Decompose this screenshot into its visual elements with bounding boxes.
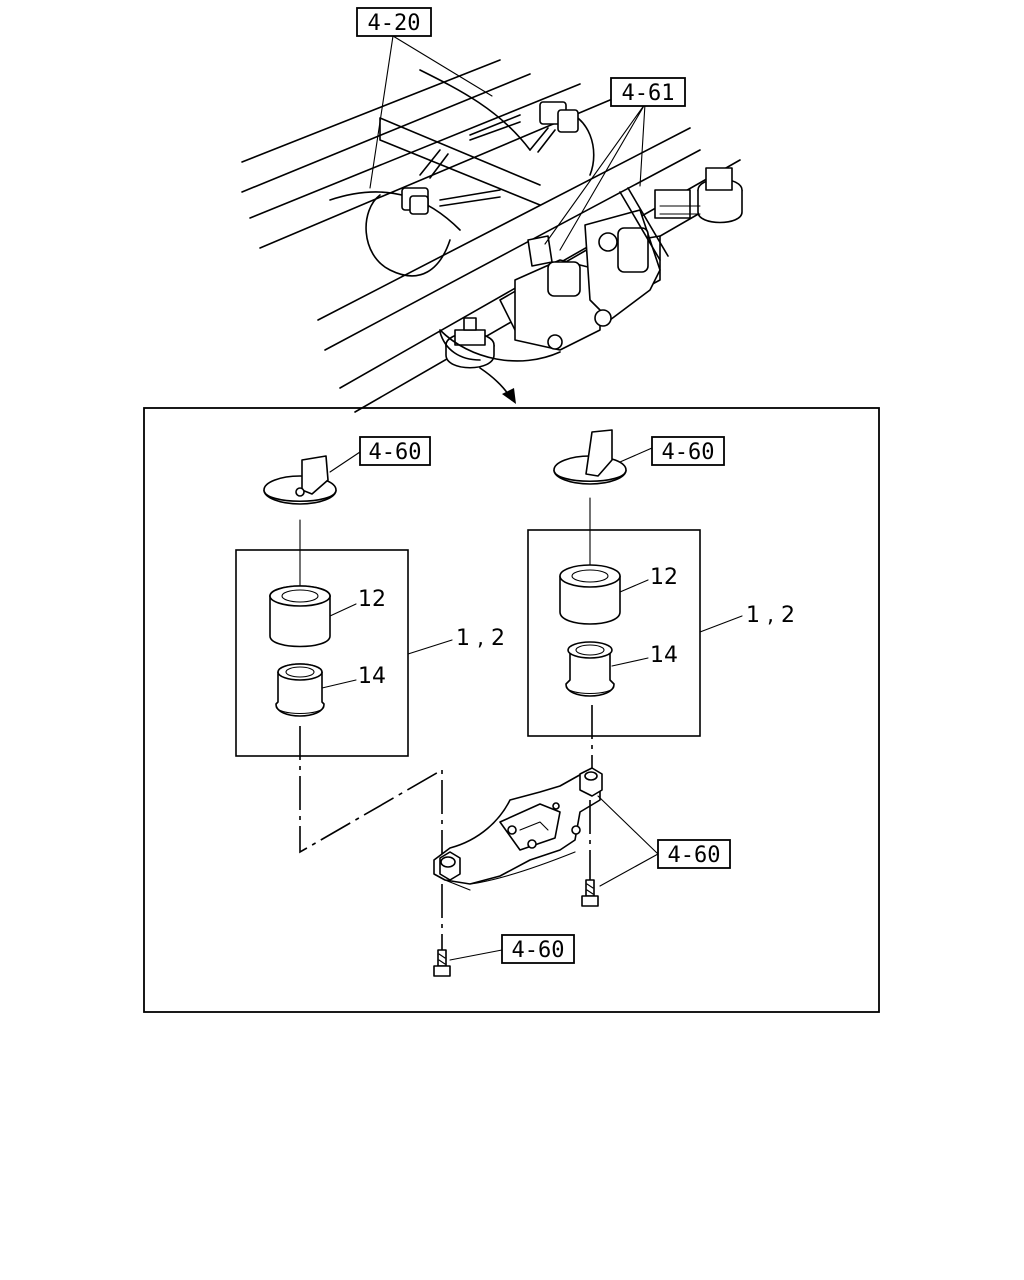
ref-label-bolts-right: 4-60 xyxy=(668,843,721,868)
ref-label-bolt-bottom: 4-60 xyxy=(512,938,565,963)
ref-label-cap-left: 4-60 xyxy=(369,440,422,465)
ref-label-cap-right: 4-60 xyxy=(662,440,715,465)
part-number-12-left: 12 xyxy=(358,587,386,612)
ref-label-4-20: 4-20 xyxy=(368,11,421,36)
part-number-14-right: 14 xyxy=(650,643,678,668)
kit-label-right: 1 , 2 xyxy=(746,603,795,628)
part-number-14-left: 14 xyxy=(358,664,386,689)
bolts: 4-60 4-60 xyxy=(433,795,731,977)
right-assembly: 4-60 12 14 1 , 2 xyxy=(527,429,795,775)
kit-label-left: 1 , 2 xyxy=(456,626,505,651)
detail-frame xyxy=(143,407,880,1013)
left-assembly: 4-60 12 14 1 , 2 xyxy=(235,436,505,862)
ref-label-4-61: 4-61 xyxy=(622,81,675,106)
ref-box-4-20 xyxy=(356,7,432,37)
lower-arm xyxy=(433,767,603,891)
part-number-12-right: 12 xyxy=(650,565,678,590)
chassis-overview: 4-20 4-61 xyxy=(241,7,743,413)
ref-box-4-61 xyxy=(610,77,686,107)
